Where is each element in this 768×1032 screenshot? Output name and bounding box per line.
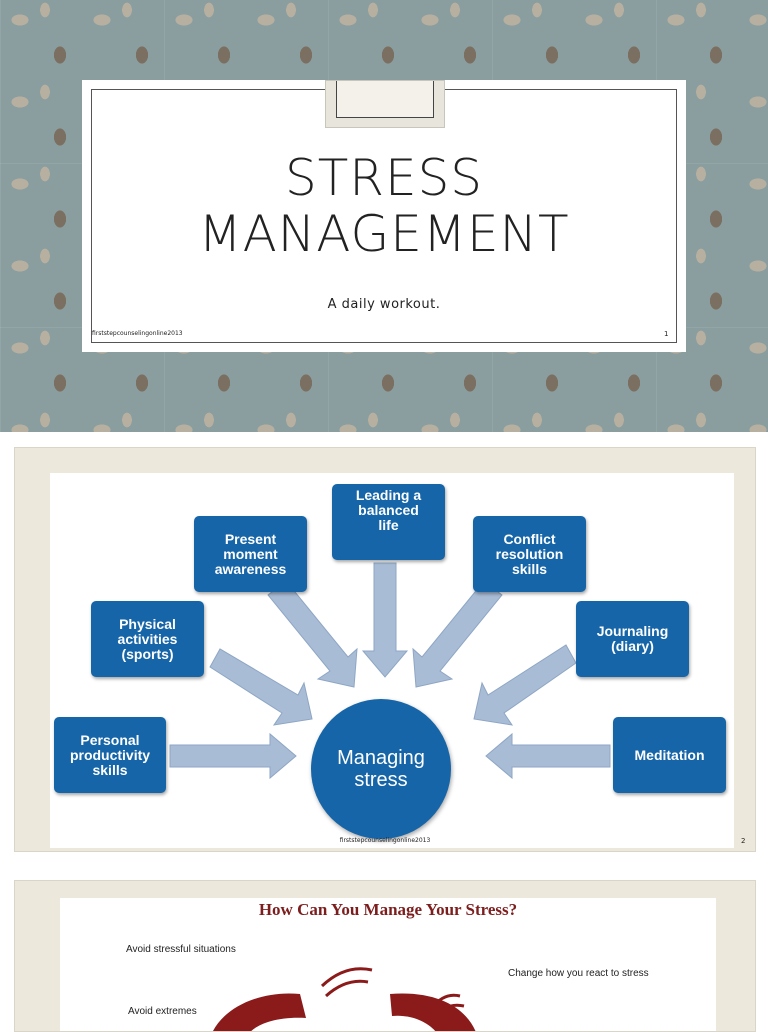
item-text: Present <box>224 530 277 547</box>
diagram-arrows <box>169 562 611 780</box>
arrow-lower-left <box>209 648 313 726</box>
manage-stress-slide: How Can You Manage Your Stress? Avoid st… <box>14 880 756 1032</box>
item-text: (sports) <box>121 645 174 662</box>
left-item-avoid-extremes: Avoid extremes <box>128 1006 197 1017</box>
item-text: Meditation <box>634 746 705 763</box>
sound-wave-3 <box>430 993 461 1009</box>
item-text: Personal <box>80 731 140 748</box>
hub-line-1: Managing <box>337 747 425 769</box>
title-card-tab-inner <box>336 81 434 118</box>
item-text: productivity <box>69 746 151 763</box>
item-text: skills <box>92 761 128 778</box>
item-text: moment <box>223 545 278 562</box>
sound-wave-4 <box>432 1003 465 1019</box>
head-shape-left <box>213 993 306 1031</box>
item-text: skills <box>511 560 547 577</box>
title-slide: STRESS MANAGEMENT A daily workout. first… <box>0 0 768 432</box>
arrow-left <box>169 732 297 780</box>
slide-title-line-2: MANAGEMENT <box>198 205 570 263</box>
head-shape-right <box>390 993 476 1031</box>
item-text: balanced <box>358 502 419 518</box>
title-card-tab <box>325 80 445 128</box>
item-text: life <box>378 517 399 533</box>
item-text: Physical <box>119 615 176 632</box>
item-text: resolution <box>495 545 564 562</box>
sound-wave-2 <box>324 979 369 998</box>
slide-footer: firststepcounselingonline2013 <box>339 837 431 844</box>
item-text: (diary) <box>611 638 654 654</box>
item-meditation: Meditation <box>613 717 726 793</box>
slide-footer: firststepcounselingonline2013 <box>92 330 183 337</box>
item-text: activities <box>117 630 178 647</box>
right-item-change-reaction: Change how you react to stress <box>508 968 649 979</box>
slide-title: STRESS MANAGEMENT <box>82 150 686 262</box>
arrow-right <box>485 732 611 780</box>
sound-wave-1 <box>320 967 373 988</box>
hub-line-2: stress <box>354 769 408 791</box>
manage-stress-panel: How Can You Manage Your Stress? Avoid st… <box>60 898 716 1031</box>
head-illustration <box>213 967 476 1031</box>
page-number: 2 <box>741 837 746 845</box>
slide-title-line-1: STRESS <box>284 149 484 207</box>
arrow-upper-right <box>412 580 503 688</box>
arrow-upper-left <box>267 580 358 688</box>
left-item-avoid-situations: Avoid stressful situations <box>126 944 236 955</box>
arrow-lower-right <box>473 644 577 726</box>
arrow-top <box>361 562 409 678</box>
item-text: Conflict <box>503 530 556 547</box>
item-text: Leading a <box>355 487 422 503</box>
page-number: 1 <box>664 330 669 338</box>
item-text: Journaling <box>596 623 669 639</box>
item-journaling: Journaling(diary) <box>576 601 689 677</box>
slide-title: How Can You Manage Your Stress? <box>258 900 518 919</box>
item-text: awareness <box>214 560 287 577</box>
slide-subtitle: A daily workout. <box>327 297 441 312</box>
